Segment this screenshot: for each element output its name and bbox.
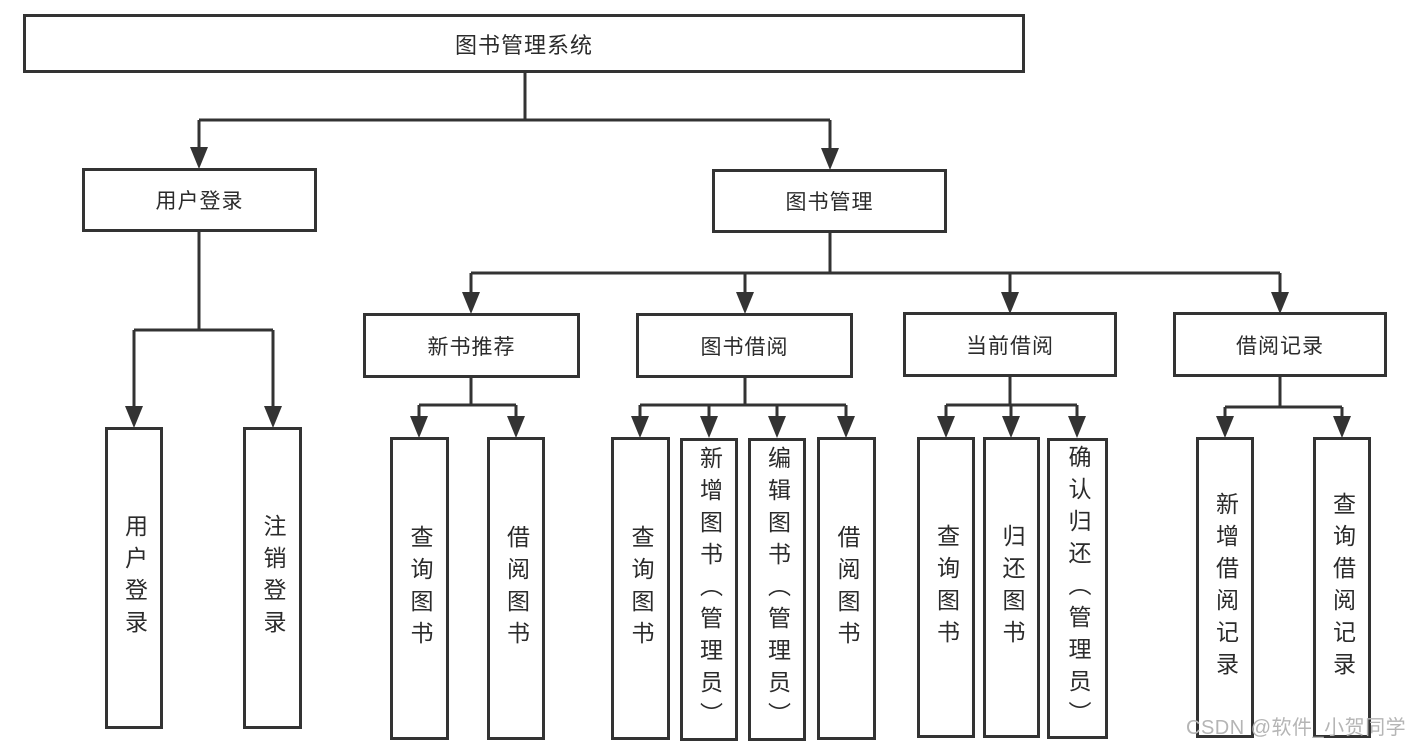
arrow-down-icon [507,416,525,438]
arrow-down-icon [462,292,480,314]
leaf-confirm-return-admin: 确认归还（管理员） [1047,438,1108,739]
connector-currentborrow-to-children [944,377,1079,420]
arrow-down-icon [736,292,754,314]
arrow-down-icon [410,416,428,438]
leaf-borrow-books: 借阅图书 [817,437,876,740]
arrow-down-icon [700,416,718,438]
node-borrow-records: 借阅记录 [1173,312,1387,377]
leaf-add-borrow-record: 新增借阅记录 [1196,437,1254,738]
arrow-down-icon [1001,292,1019,314]
node-new-book-recommend: 新书推荐 [363,313,580,378]
arrowheads [125,147,1351,438]
arrow-down-icon [837,416,855,438]
arrow-down-icon [1216,416,1234,438]
node-user-login-branch: 用户登录 [82,168,317,232]
arrow-down-icon [768,416,786,438]
leaf-query-books-current: 查询图书 [917,437,975,738]
arrow-down-icon [1002,416,1020,438]
arrow-down-icon [937,416,955,438]
connector-newbook-to-children [417,378,518,420]
leaf-edit-books-admin: 编辑图书（管理员） [748,438,806,741]
leaf-logout: 注销登录 [243,427,302,729]
arrow-down-icon [1333,416,1351,438]
leaf-query-borrow-record: 查询借阅记录 [1313,437,1371,738]
arrow-down-icon [190,147,208,169]
leaf-user-login: 用户登录 [105,427,163,729]
arrow-down-icon [821,148,839,170]
leaf-return-books: 归还图书 [983,437,1040,738]
arrow-down-icon [264,406,282,428]
connector-bookmgmt-to-level3 [469,233,1282,296]
connector-root-to-level2 [197,73,832,152]
leaf-query-books-borrow: 查询图书 [611,437,670,740]
connector-bookborrow-to-children [638,378,848,420]
connector-userlogin-to-children [132,232,275,410]
csdn-watermark: CSDN @软件_小贺同学 [1186,717,1405,739]
connector-borrowrecords-to-children [1223,377,1344,420]
leaf-query-books-recommend: 查询图书 [390,437,449,740]
node-current-borrow: 当前借阅 [903,312,1117,377]
arrow-down-icon [1271,292,1289,314]
leaf-borrow-books-recommend: 借阅图书 [487,437,545,740]
node-book-borrow: 图书借阅 [636,313,853,378]
arrow-down-icon [1068,416,1086,438]
node-book-management-branch: 图书管理 [712,169,947,233]
arrow-down-icon [125,406,143,428]
arrow-down-icon [631,416,649,438]
node-library-system-root: 图书管理系统 [23,14,1025,73]
leaf-add-books-admin: 新增图书（管理员） [680,438,738,741]
